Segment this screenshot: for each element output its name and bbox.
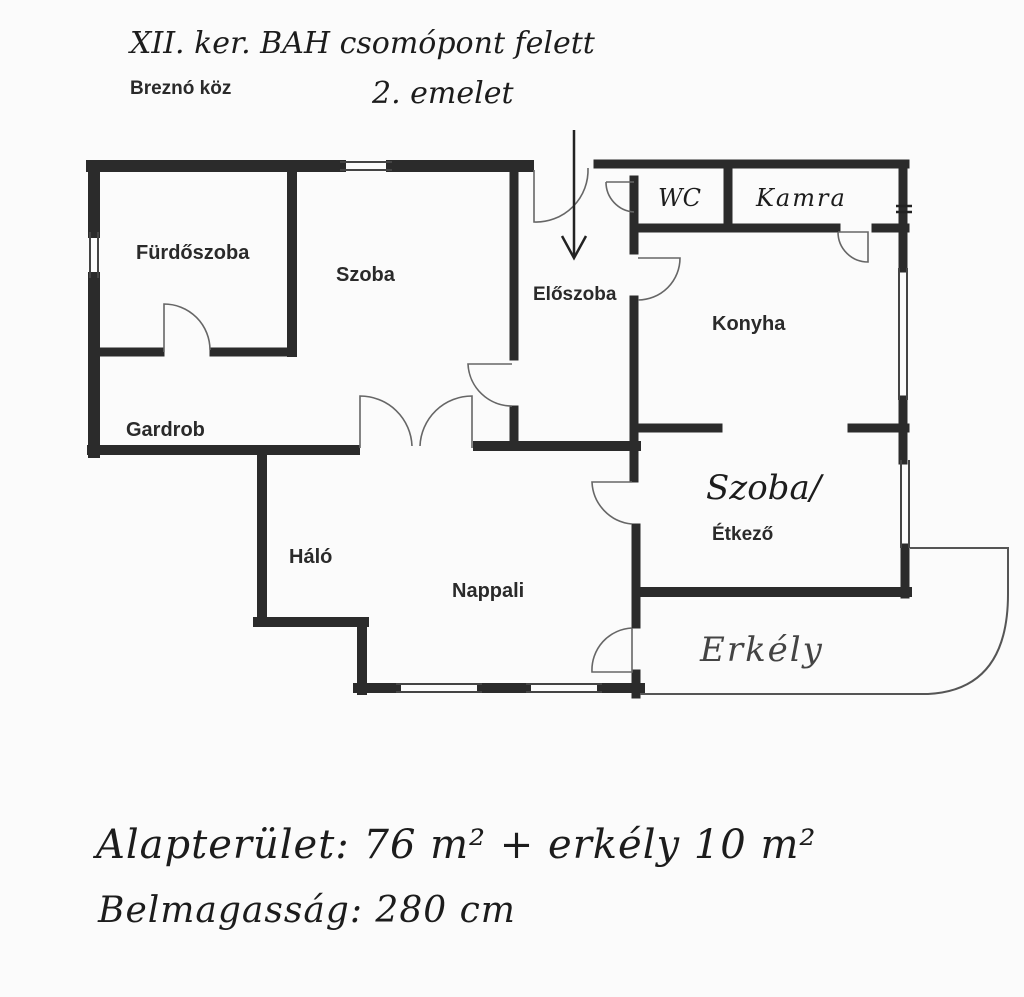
address-line: XII. ker. BAH csomópont felett (130, 26, 595, 61)
room-label-wc: WC (658, 184, 702, 212)
room-label-living: Nappali (452, 580, 525, 602)
street-name: Breznó köz (130, 78, 232, 99)
ceiling-height-note: Belmagasság: 280 cm (98, 890, 516, 931)
entry-arrowhead (560, 235, 588, 261)
room-label-room: Szoba (336, 264, 395, 286)
door (419, 395, 473, 448)
room-label-hall: Előszoba (533, 284, 617, 305)
room-label-kitchen: Konyha (712, 313, 786, 335)
floor-label: 2. emelet (372, 76, 514, 111)
door (591, 481, 633, 525)
door (637, 257, 681, 301)
door (467, 363, 513, 407)
room-label-wardrobe: Gardrob (126, 419, 205, 441)
room-label-dining-1: Szoba/ (706, 468, 822, 508)
door (533, 167, 589, 223)
room-label-sleeping: Háló (289, 546, 333, 568)
door (605, 181, 635, 213)
room-label-bathroom: Fürdőszoba (136, 242, 250, 264)
room-label-balcony: Erkély (700, 630, 824, 670)
area-note: Alapterület: 76 m² + erkély 10 m² (96, 822, 817, 868)
room-label-dining-2: Étkező (712, 524, 774, 545)
balcony-outline (640, 547, 1009, 695)
room-label-pantry: Kamra (756, 184, 847, 212)
door (163, 303, 211, 352)
door (591, 627, 633, 673)
door (837, 231, 869, 263)
door (359, 395, 413, 448)
